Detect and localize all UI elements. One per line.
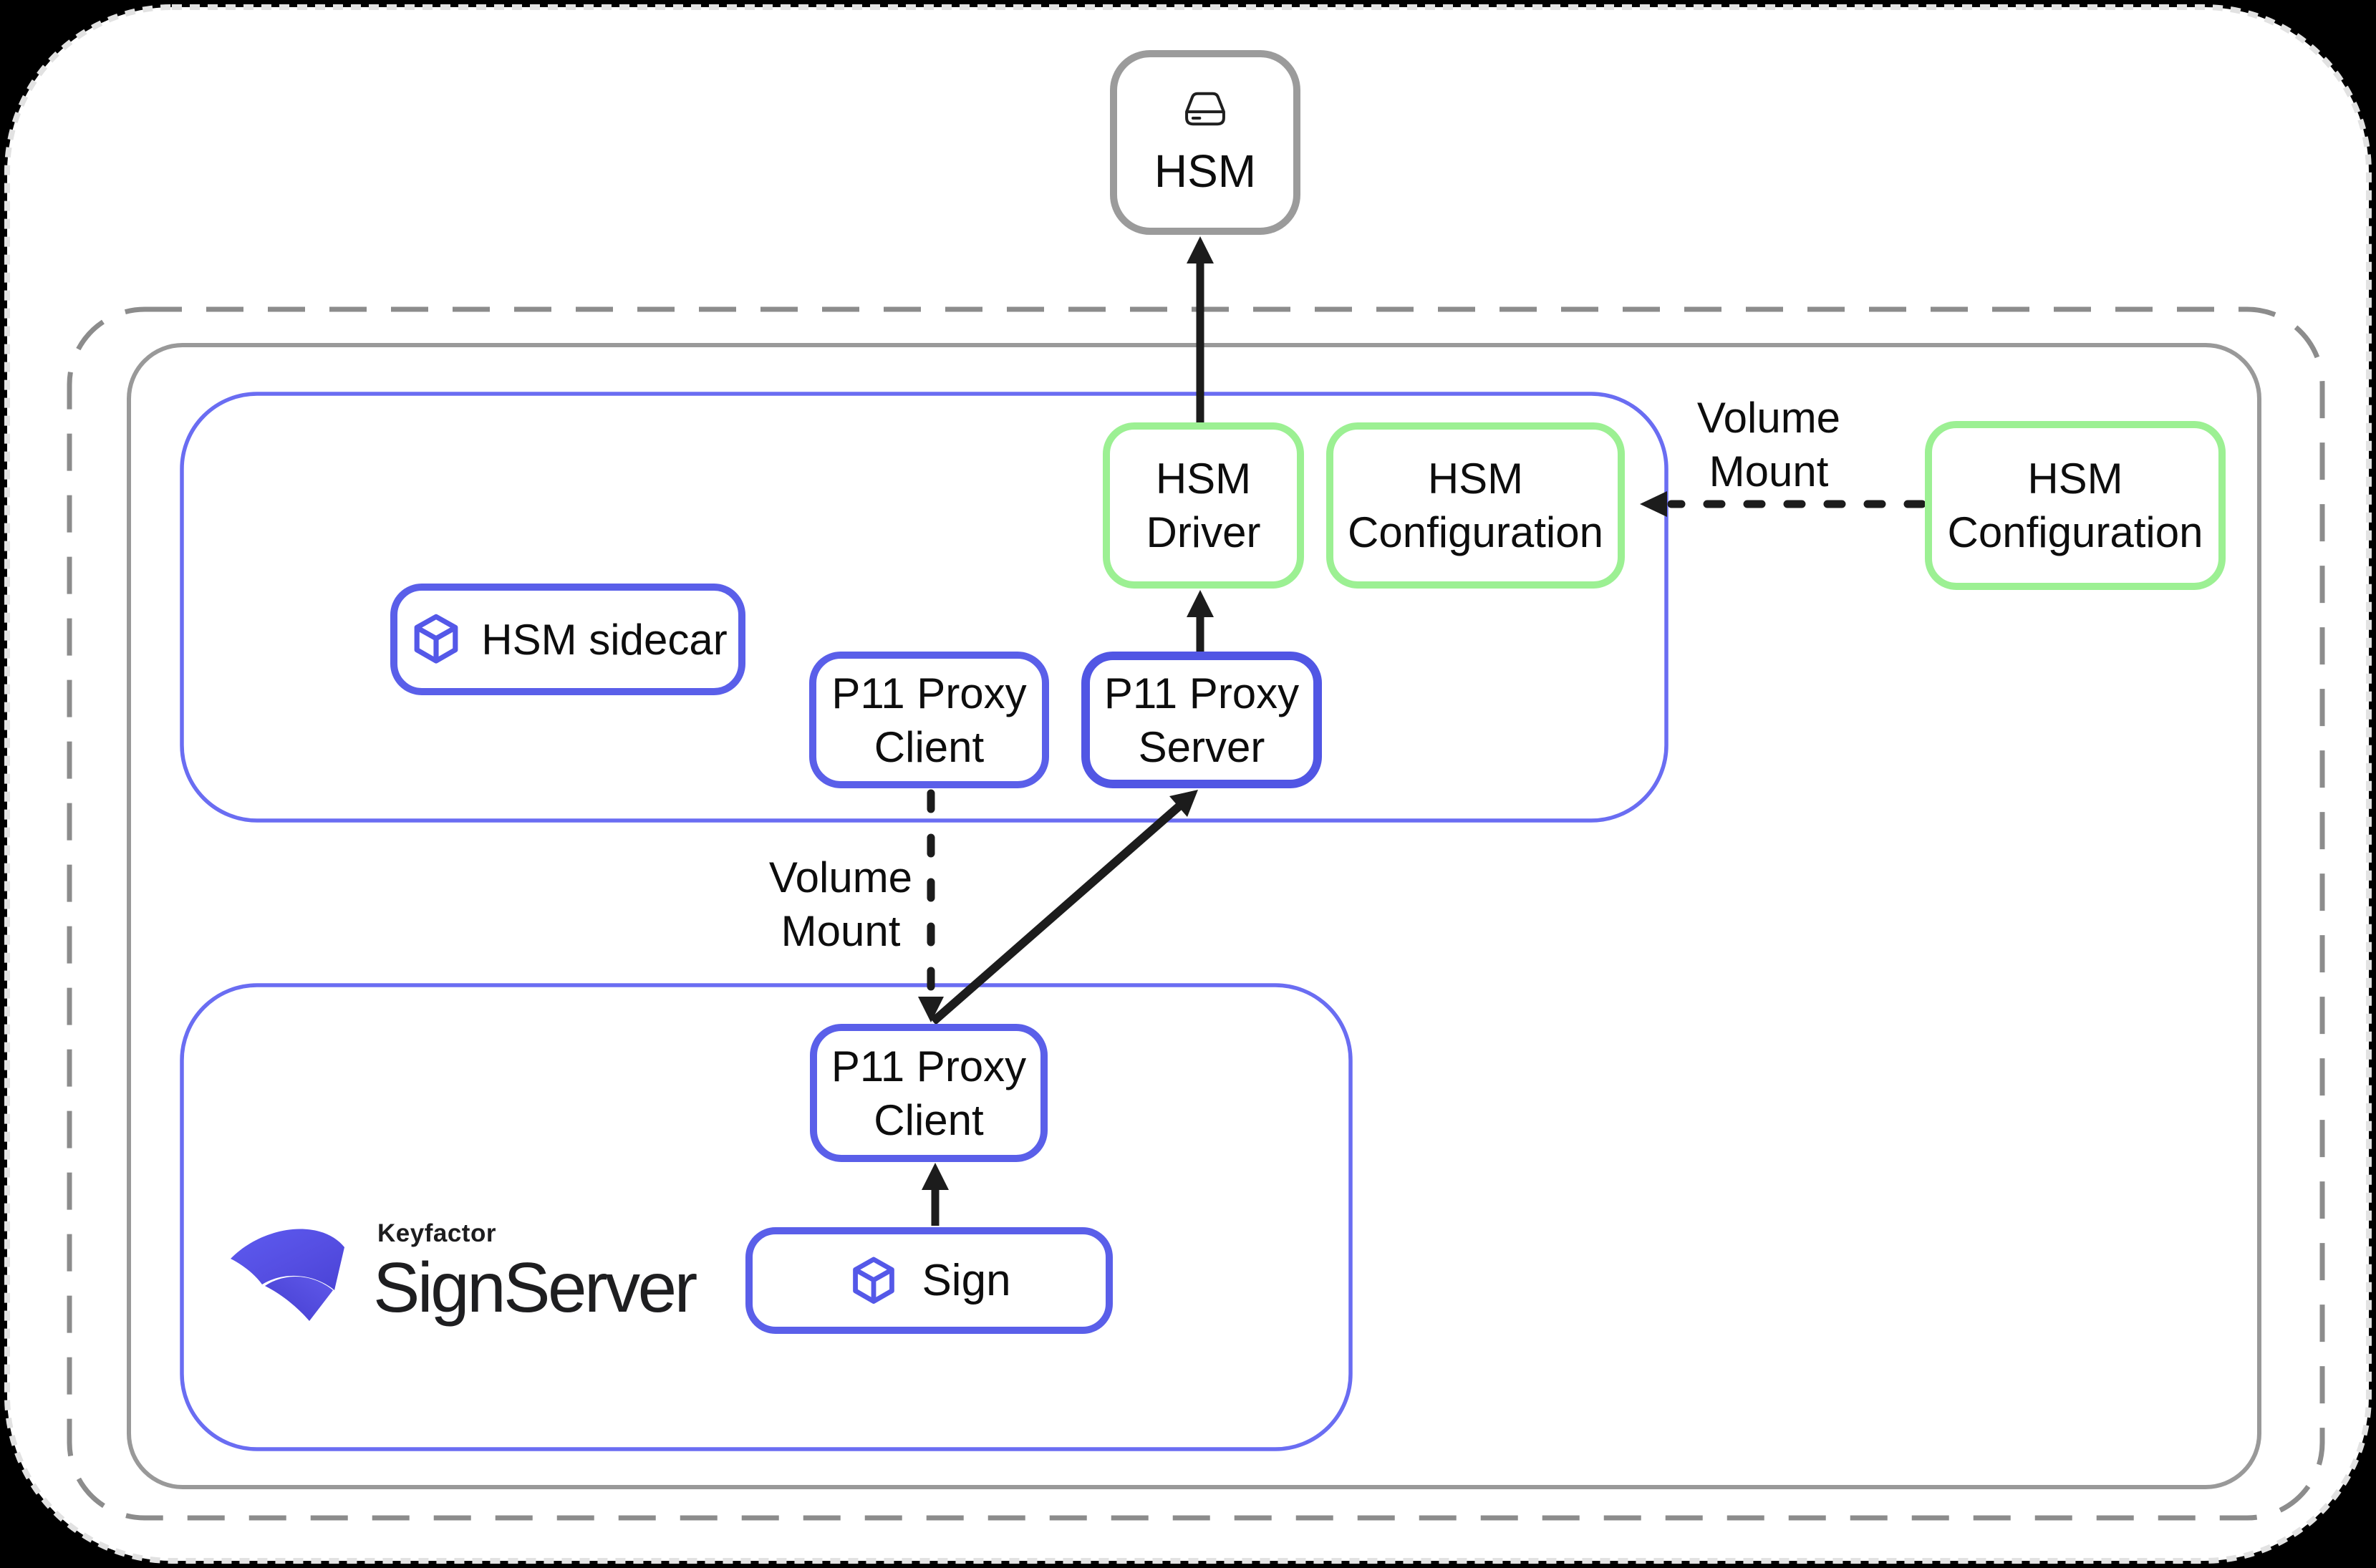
host-boundary-dashed [67, 306, 2325, 1521]
p11-proxy-client-signserver-label: P11 Proxy Client [831, 1042, 1027, 1144]
node-p11-proxy-client-sidecar: P11 Proxy Client [809, 652, 1049, 788]
signserver-product-text: SignServer [373, 1248, 697, 1327]
arrow-hsm-driver-to-hsm-head [1187, 236, 1214, 263]
hsm-label: HSM [1154, 145, 1257, 197]
signserver-pod-boundary [180, 983, 1353, 1451]
arrow-proxy-client-to-proxy-server-head [1169, 790, 1198, 817]
arrow-sign-to-proxy-client-head [922, 1163, 949, 1190]
hsm-configuration-external-label: HSM Configuration [1947, 455, 2203, 556]
node-hsm-configuration-sidecar: HSM Configuration [1326, 422, 1625, 589]
node-hsm-sidecar: HSM sidecar [390, 584, 745, 695]
node-p11-proxy-server: P11 Proxy Server [1081, 652, 1322, 788]
sign-label: Sign [922, 1255, 1011, 1305]
node-p11-proxy-client-signserver: P11 Proxy Client [810, 1024, 1048, 1162]
arrow-proxy-client-to-proxy-server [930, 801, 1184, 1025]
p11-proxy-server-label: P11 Proxy Server [1104, 669, 1300, 771]
hsm-configuration-sidecar-label: HSM Configuration [1348, 455, 1603, 556]
hsm-sidecar-pod-boundary [180, 392, 1668, 823]
hsm-sidecar-label: HSM sidecar [481, 615, 728, 664]
node-boundary-solid [127, 343, 2261, 1489]
arrow-proxy-server-to-hsm-driver-head [1187, 590, 1214, 617]
node-hsm-configuration-external: HSM Configuration [1925, 421, 2226, 590]
node-sign: Sign [745, 1227, 1113, 1334]
arrow-volume-mount-left-head [1640, 491, 1667, 517]
cube-icon [853, 1257, 895, 1304]
arrow-volume-mount-down-head [918, 997, 944, 1022]
p11-proxy-client-sidecar-label: P11 Proxy Client [831, 669, 1027, 771]
hsm-driver-label: HSM Driver [1146, 455, 1261, 556]
node-hsm: HSM [1110, 50, 1300, 235]
keyfactor-brand-text: Keyfactor [377, 1219, 496, 1247]
hsm-drive-icon [1185, 92, 1225, 126]
keyfactor-logo-mark [231, 1229, 344, 1321]
node-hsm-driver: HSM Driver [1103, 422, 1304, 589]
label-volume-mount-middle: Volume Mount [768, 853, 913, 955]
cube-icon [414, 614, 458, 664]
label-volume-mount-top: Volume Mount [1696, 394, 1841, 495]
